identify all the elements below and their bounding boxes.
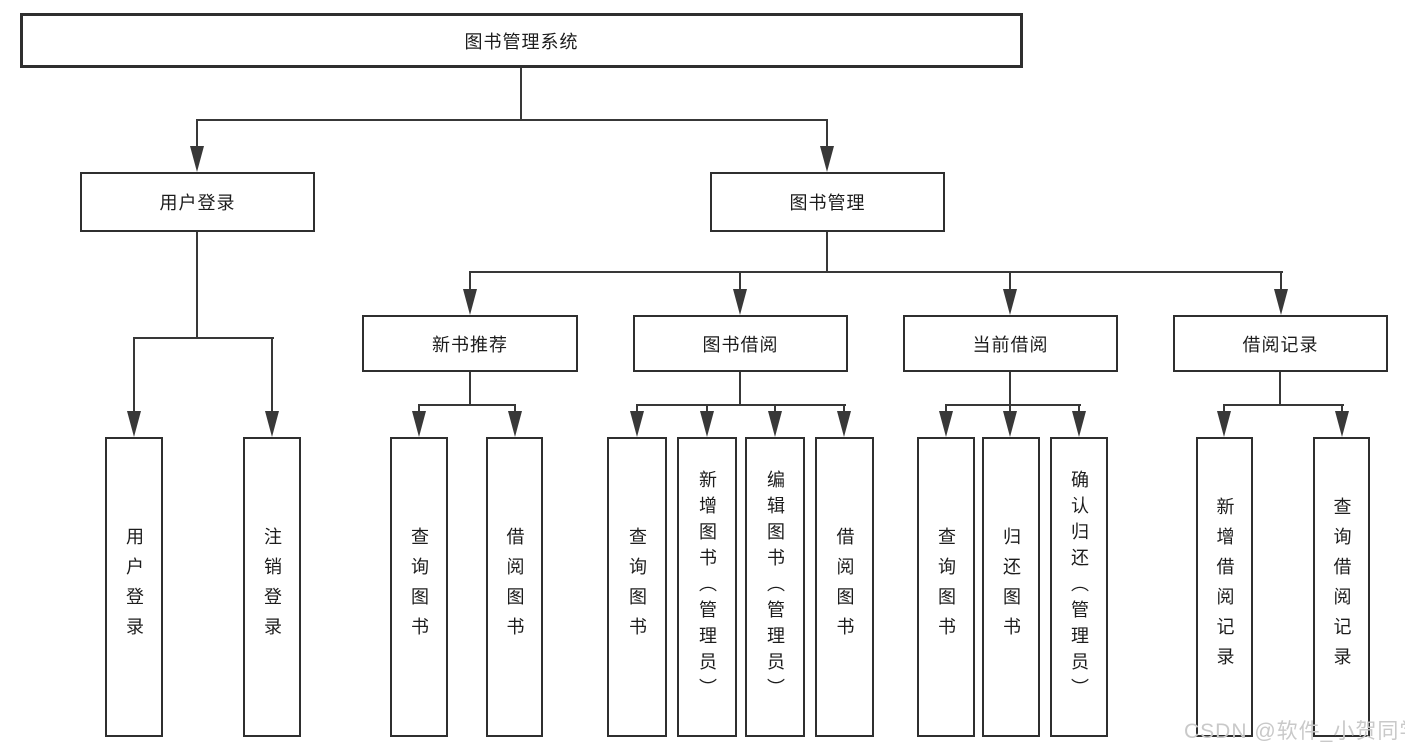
connector-stem-current-borrow [1009,273,1011,291]
connector-stem-login [133,339,135,413]
arrowhead-cb-confirm [1072,411,1086,437]
leaf-label: 借阅图书 [834,527,855,647]
arrowhead-cb-return [1003,411,1017,437]
connector-stem-cb-confirm [1078,406,1080,413]
arrowhead-book-management [820,146,834,172]
leaf-current-confirm-return: 确认归还（管理员） [1050,437,1108,737]
arrowhead-user-login [190,146,204,172]
arrowhead-current-borrow [1003,289,1017,315]
leaf-label: 查询图书 [936,527,956,647]
leaf-label: 注销登录 [262,527,282,647]
arrowhead-logout [265,411,279,437]
leaf-bookborrow-add-book: 新增图书（管理员） [677,437,737,737]
node-borrow-records: 借阅记录 [1173,315,1388,372]
connector-stem-logout [271,339,273,413]
node-label: 用户登录 [159,193,236,213]
leaf-label: 确认归还（管理员） [1069,470,1089,704]
connector-stem-user-login [196,121,198,148]
connector-bookmgmt-vline [826,232,828,273]
node-book-borrow: 图书借阅 [633,315,848,372]
leaf-bookborrow-borrow-book: 借阅图书 [815,437,874,737]
leaf-logout: 注销登录 [243,437,301,737]
connector-stem-bb-edit [774,406,776,413]
leaf-label: 新增图书（管理员） [697,470,717,704]
leaf-label: 编辑图书（管理员） [765,470,785,704]
leaf-user-login: 用户登录 [105,437,163,737]
leaf-label: 查询图书 [627,527,647,647]
leaf-label: 查询借阅记录 [1331,497,1352,677]
node-user-login: 用户登录 [80,172,315,232]
connector-stem-br-add [1223,406,1225,413]
arrowhead-bb-edit [768,411,782,437]
connector-stem-cb-return [1009,406,1011,413]
node-label: 当前借阅 [972,334,1049,355]
leaf-label: 归还图书 [1001,527,1021,647]
leaf-current-query-book: 查询图书 [917,437,975,737]
node-label: 图书借阅 [702,334,779,355]
leaf-label: 用户登录 [124,527,144,647]
node-label: 借阅记录 [1242,334,1319,355]
node-label: 图书管理系统 [464,31,579,52]
arrowhead-bb-add [700,411,714,437]
arrowhead-login [127,411,141,437]
node-new-book-recommend: 新书推荐 [362,315,578,372]
connector-userlogin-hline [133,337,274,339]
leaf-label: 借阅图书 [504,527,525,647]
arrowhead-bb-borrow [837,411,851,437]
connector-records-vline [1279,372,1281,406]
leaf-label: 新增借阅记录 [1214,497,1235,677]
connector-userlogin-vline [196,232,198,339]
connector-stem-bb-add [706,406,708,413]
leaf-current-return-book: 归还图书 [982,437,1040,737]
connector-stem-book-management [826,121,828,148]
connector-borrow-vline [739,372,741,406]
arrowhead-rec-query [412,411,426,437]
leaf-label: 查询图书 [409,527,429,647]
node-label: 图书管理 [789,193,866,213]
connector-stem-book-borrow [739,273,741,291]
connector-stem-bb-query [636,406,638,413]
leaf-bookborrow-query-book: 查询图书 [607,437,667,737]
arrowhead-br-add [1217,411,1231,437]
arrowhead-rec-borrow [508,411,522,437]
connector-stem-bb-borrow [843,406,845,413]
arrowhead-bb-query [630,411,644,437]
arrowhead-borrow-records [1274,289,1288,315]
connector-records-hline [1223,404,1344,406]
node-book-management: 图书管理 [710,172,945,232]
arrowhead-cb-query [939,411,953,437]
connector-stem-borrow-records [1280,273,1282,291]
connector-stem-new-book-recommend [469,273,471,291]
connector-current-hline [945,404,1081,406]
connector-stem-rec-borrow [514,406,516,413]
connector-recommend-vline [469,372,471,406]
connector-bookmgmt-hline [469,271,1283,273]
connector-stem-cb-query [945,406,947,413]
leaf-records-add-record: 新增借阅记录 [1196,437,1253,737]
arrowhead-book-borrow [733,289,747,315]
node-label: 新书推荐 [432,334,508,355]
csdn-watermark: CSDN @软件_小贺同学 [1184,720,1405,743]
arrowhead-br-query [1335,411,1349,437]
connector-root-vline [520,68,522,120]
leaf-bookborrow-edit-book: 编辑图书（管理员） [745,437,805,737]
connector-borrow-hline [636,404,846,406]
leaf-records-query-record: 查询借阅记录 [1313,437,1370,737]
node-library-management-system: 图书管理系统 [20,13,1023,68]
node-current-borrow: 当前借阅 [903,315,1118,372]
connector-recommend-hline [418,404,516,406]
connector-current-vline [1009,372,1011,406]
connector-stem-br-query [1341,406,1343,413]
leaf-recommend-query-book: 查询图书 [390,437,448,737]
arrowhead-new-book-recommend [463,289,477,315]
connector-root-hline [196,119,828,121]
connector-stem-rec-query [418,406,420,413]
leaf-recommend-borrow-book: 借阅图书 [486,437,543,737]
